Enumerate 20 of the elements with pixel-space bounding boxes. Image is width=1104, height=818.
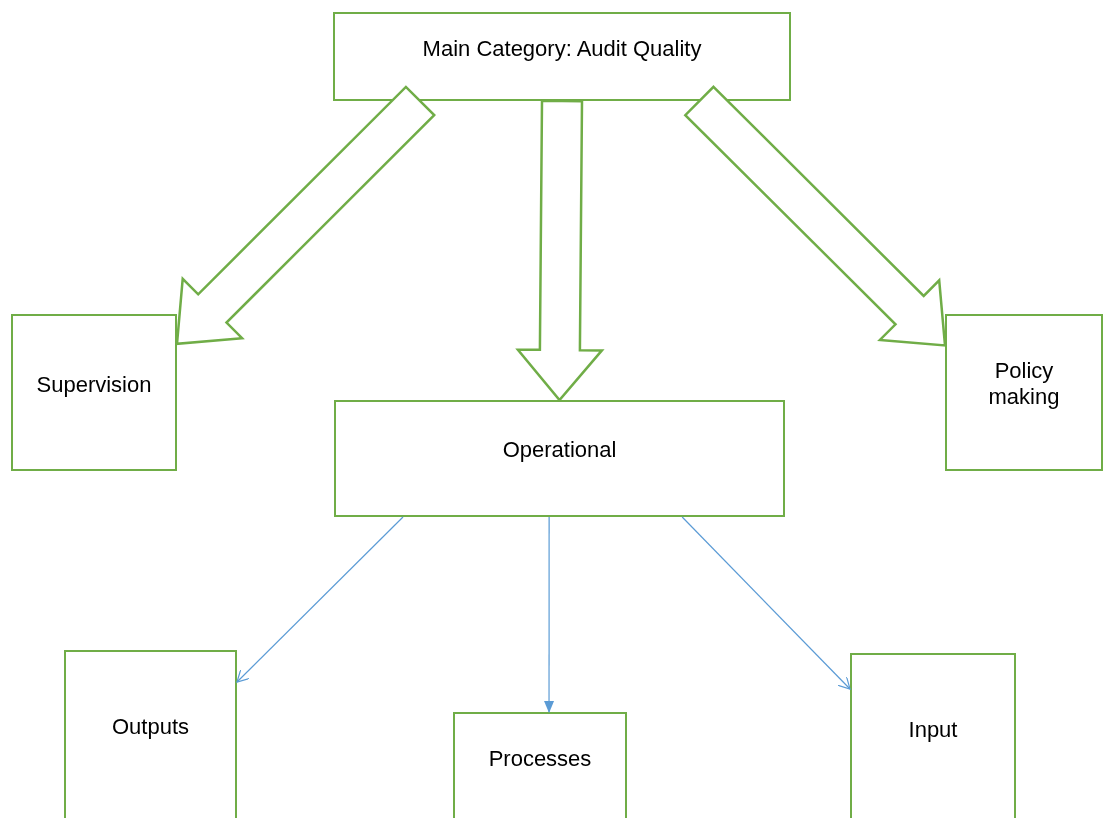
- box-label: Operational: [502, 437, 617, 463]
- block-arrow: [175, 85, 436, 346]
- arrow: [236, 516, 404, 683]
- arrow: [544, 516, 555, 713]
- process-box: [333, 12, 791, 101]
- process-box: [11, 314, 177, 471]
- process-box: [945, 314, 1103, 471]
- box-label: Main Category: Audit Quality: [422, 36, 702, 62]
- box-label: Supervision: [36, 372, 152, 398]
- process-box: [850, 653, 1016, 818]
- box-label: Outputs: [111, 714, 189, 740]
- arrow: [681, 516, 851, 690]
- process-box: [64, 650, 237, 818]
- process-box: [334, 400, 785, 517]
- box-label: Processes: [488, 746, 592, 772]
- block-arrow: [683, 85, 947, 347]
- box-label: Policy making: [987, 358, 1061, 410]
- box-label: Input: [908, 717, 958, 743]
- process-box: [453, 712, 627, 818]
- block-arrow: [515, 99, 605, 402]
